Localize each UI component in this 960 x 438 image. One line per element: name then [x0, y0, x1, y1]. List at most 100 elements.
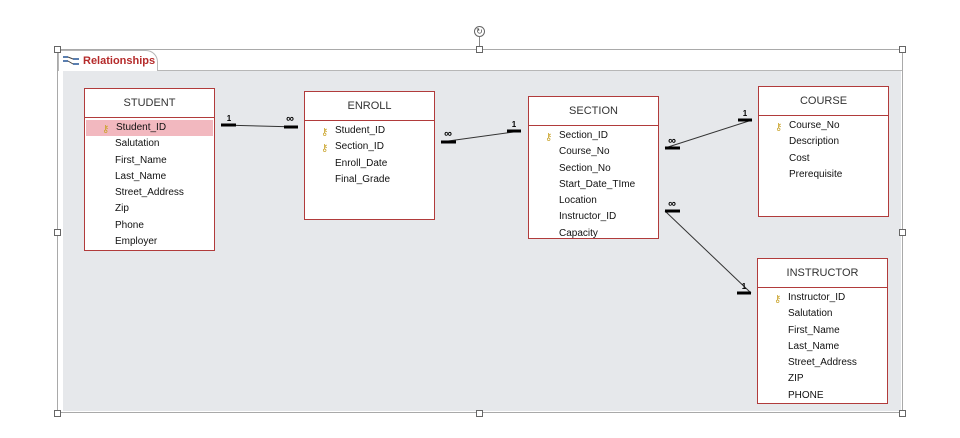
field-name: Salutation	[115, 138, 160, 150]
cardinality-label: 1	[743, 109, 748, 118]
field-item[interactable]: Zip	[85, 201, 214, 217]
field-item[interactable]: ⚷ Course_No	[759, 118, 888, 134]
resize-handle[interactable]	[476, 46, 483, 53]
field-name: Last_Name	[788, 340, 840, 352]
resize-handle[interactable]	[899, 410, 906, 417]
relationship-line	[664, 119, 753, 149]
primary-key-icon: ⚷	[774, 294, 782, 305]
primary-key-icon: ⚷	[775, 122, 783, 133]
field-name: ZIP	[788, 373, 804, 385]
field-name: First_Name	[115, 154, 167, 166]
field-name: Instructor_ID	[788, 292, 846, 303]
field-item[interactable]: Enroll_Date	[305, 156, 434, 172]
field-item[interactable]: Section_No	[529, 161, 658, 177]
field-item[interactable]: Final_Grade	[305, 172, 434, 188]
field-item[interactable]: Description	[759, 134, 888, 150]
table-title: INSTRUCTOR	[758, 259, 887, 288]
field-item[interactable]: Salutation	[85, 136, 214, 152]
relationships-icon	[63, 56, 79, 65]
field-item[interactable]: ⚷ Student_ID	[86, 120, 213, 137]
field-item[interactable]: Phone	[85, 218, 214, 234]
field-item[interactable]: Instructor_ID	[529, 209, 658, 225]
tab-label: Relationships	[83, 55, 156, 67]
field-item[interactable]: Last_Name	[758, 339, 887, 355]
field-item[interactable]: ⚷Student_ID	[305, 123, 434, 139]
resize-handle[interactable]	[899, 46, 906, 53]
field-name: Section_No	[559, 162, 611, 174]
primary-key-icon: ⚷	[321, 143, 329, 155]
field-item[interactable]: ⚷ Section_ID	[529, 128, 658, 144]
resize-handle[interactable]	[899, 229, 906, 236]
primary-key-icon: ⚷	[102, 124, 110, 135]
field-name: Section_ID	[559, 130, 608, 141]
rotate-stem	[479, 37, 480, 49]
field-name: Cost	[789, 152, 810, 164]
table-enroll[interactable]: ENROLL ⚷Student_ID ⚷ Section_ID Enroll_Date…	[304, 91, 435, 220]
field-name: Final_Grade	[335, 173, 391, 185]
rotate-handle-icon[interactable]: ↻	[474, 26, 485, 37]
field-name: Location	[559, 195, 597, 207]
relationship-line	[664, 210, 752, 294]
cardinality-label: ∞	[668, 135, 676, 147]
field-item[interactable]: Start_Date_TIme	[529, 177, 658, 193]
field-item[interactable]: Capacity	[529, 226, 658, 242]
cardinality-label: ∞	[444, 128, 452, 140]
cardinality-label: 1	[227, 114, 232, 123]
field-name: Student_ID	[335, 125, 386, 136]
field-item[interactable]: ⚷ Section_ID	[305, 139, 434, 155]
field-item[interactable]: Salutation	[758, 306, 887, 322]
field-name: PHONE	[788, 389, 824, 401]
field-name: Employer	[115, 236, 158, 248]
field-name: Start_Date_TIme	[559, 178, 636, 190]
field-item[interactable]: Prerequisite	[759, 167, 888, 183]
field-item[interactable]: First_Name	[85, 153, 214, 169]
tab-relationships[interactable]: Relationships	[58, 50, 158, 71]
field-item[interactable]: Course_No	[529, 144, 658, 160]
primary-key-icon: ⚷	[545, 132, 553, 143]
field-item[interactable]: Employer	[85, 234, 214, 250]
field-item[interactable]: ZIP	[758, 371, 887, 387]
table-title: ENROLL	[305, 92, 434, 121]
resize-handle[interactable]	[476, 410, 483, 417]
field-item[interactable]: Location	[529, 193, 658, 209]
field-name: Enroll_Date	[335, 157, 388, 169]
relationship-line	[440, 130, 522, 143]
field-item[interactable]: PHONE	[758, 388, 887, 404]
resize-handle[interactable]	[54, 229, 61, 236]
field-name: Prerequisite	[789, 168, 843, 180]
field-name: Course_No	[559, 146, 610, 158]
field-item[interactable]: Cost	[759, 151, 888, 167]
tab-strip-border	[158, 70, 902, 71]
resize-handle[interactable]	[54, 410, 61, 417]
field-item[interactable]: Street_Address	[85, 185, 214, 201]
field-name: Phone	[115, 219, 144, 231]
field-name: Student_ID	[116, 122, 167, 133]
table-title: COURSE	[759, 87, 888, 116]
field-name: Course_No	[789, 120, 840, 131]
field-item[interactable]: First_Name	[758, 323, 887, 339]
field-item[interactable]: Street_Address	[758, 355, 887, 371]
field-name: Description	[789, 136, 840, 148]
table-title: STUDENT	[85, 89, 214, 118]
cardinality-label: ∞	[668, 198, 676, 210]
field-item[interactable]: ⚷ Instructor_ID	[758, 290, 887, 306]
field-name: Zip	[115, 203, 129, 215]
field-name: Street_Address	[788, 357, 857, 369]
field-name: Salutation	[788, 308, 833, 320]
resize-handle[interactable]	[54, 46, 61, 53]
table-title: SECTION	[529, 97, 658, 126]
cardinality-label: 1	[512, 120, 517, 129]
field-name: Section_ID	[335, 141, 384, 153]
field-item[interactable]: Last_Name	[85, 169, 214, 185]
field-name: Capacity	[559, 227, 598, 239]
field-name: Instructor_ID	[559, 211, 617, 223]
